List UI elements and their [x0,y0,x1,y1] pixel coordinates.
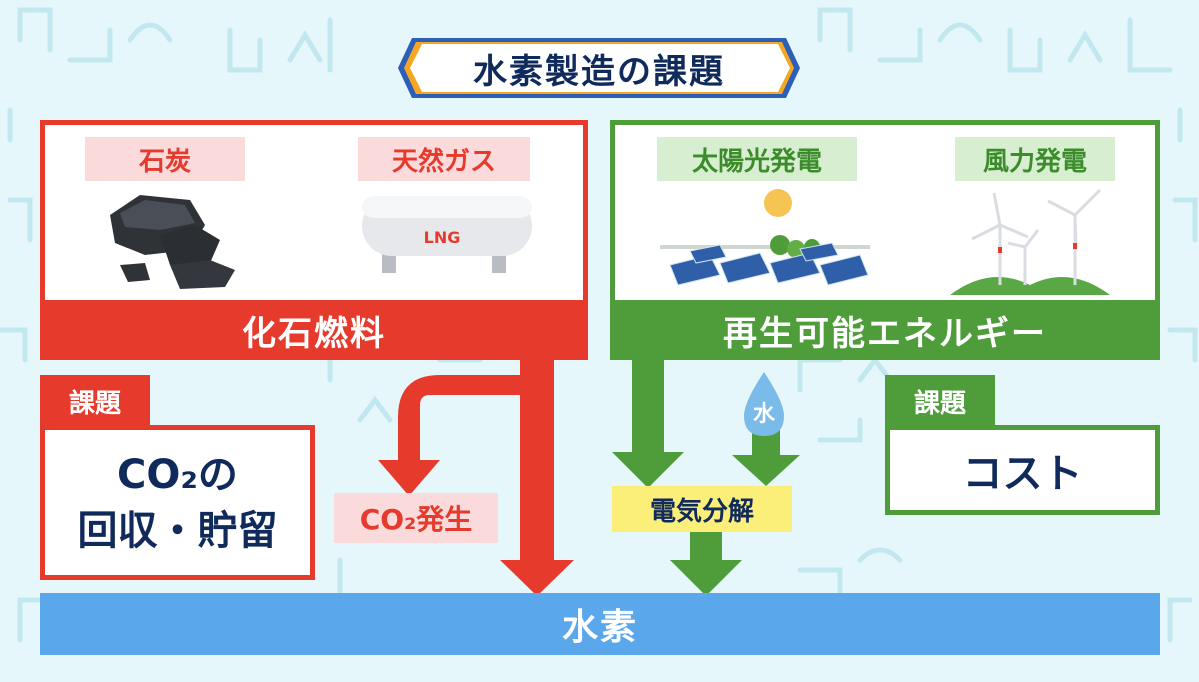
natural-gas-label: 天然ガス [358,137,530,181]
lng-tank-illustration [362,196,532,273]
solar-label: 太陽光発電 [657,137,857,181]
fossil-issue-tag: 課題 [40,375,150,427]
hydrogen-bar: 水素 [40,593,1160,655]
fossil-issue-line2: 回収・貯留 [77,507,278,554]
coal-label: 石炭 [85,137,245,181]
diagram-title: 水素製造の課題 [473,51,725,92]
electrolysis-label: 電気分解 [612,486,792,532]
lng-tank-label: LNG [423,228,461,247]
title-badge-frame [398,38,800,98]
co2-emission-label: CO₂発生 [334,493,498,543]
fossil-fuel-header: 化石燃料 [40,300,588,360]
water-label: 水 [752,402,775,427]
wind-label: 風力発電 [955,137,1115,181]
renewable-header: 再生可能エネルギー [610,300,1160,360]
fossil-issue-line1: CO₂の [117,451,238,498]
renewable-issue-tag: 課題 [885,375,995,427]
solar-panel-illustration [660,189,870,286]
coal-illustration [110,195,235,289]
renewable-issue-box: コスト [885,425,1160,515]
wind-turbine-illustration [950,188,1110,295]
renewable-issue-text: コスト [962,451,1083,497]
fossil-issue-box: CO₂の 回収・貯留 [40,425,315,580]
